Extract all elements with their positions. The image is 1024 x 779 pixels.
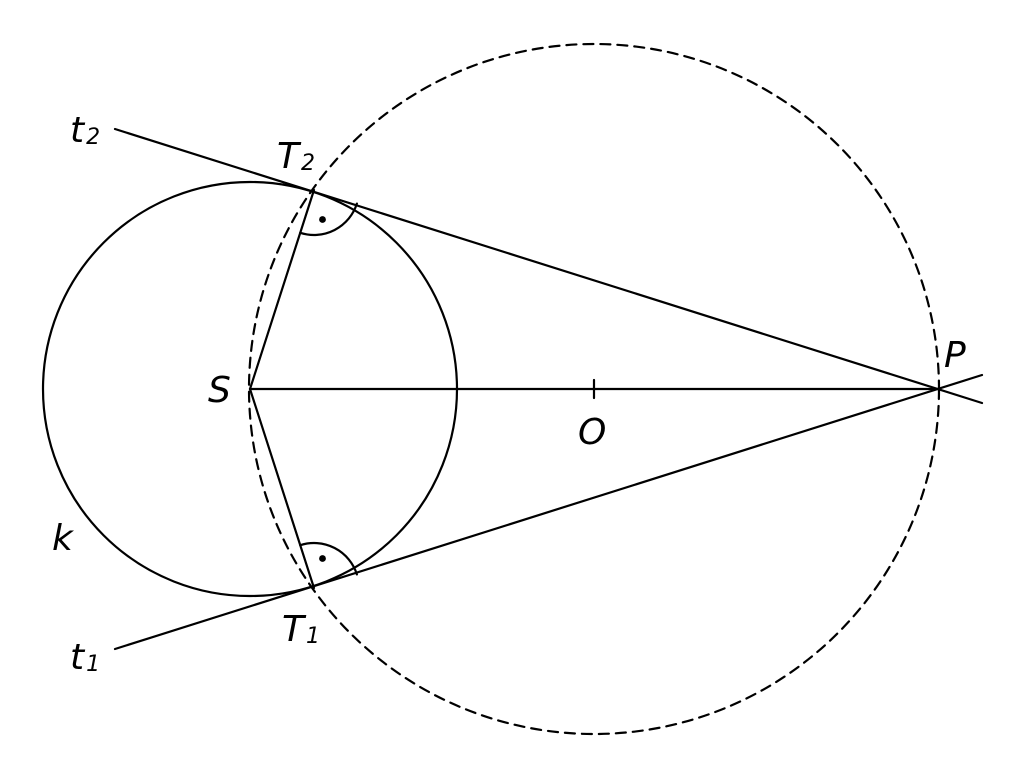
tangent-line-t2 bbox=[113, 127, 984, 405]
label-k: k bbox=[52, 518, 75, 559]
label-T2: T2 bbox=[277, 136, 315, 177]
radius-st1 bbox=[248, 387, 316, 590]
right-angle-dot-t2 bbox=[319, 216, 326, 223]
label-O: O bbox=[578, 412, 606, 453]
label-t2: t2 bbox=[70, 110, 100, 151]
right-angle-arc-t1 bbox=[299, 541, 358, 576]
label-t1: t1 bbox=[70, 637, 100, 678]
tangent-line-t1 bbox=[113, 373, 984, 651]
label-S: S bbox=[208, 370, 231, 411]
right-angle-dot-t1 bbox=[319, 555, 326, 562]
label-T1: T1 bbox=[282, 609, 320, 650]
right-angle-arc-t2 bbox=[299, 202, 358, 237]
label-P: P bbox=[944, 335, 966, 376]
radius-st2 bbox=[248, 188, 316, 391]
